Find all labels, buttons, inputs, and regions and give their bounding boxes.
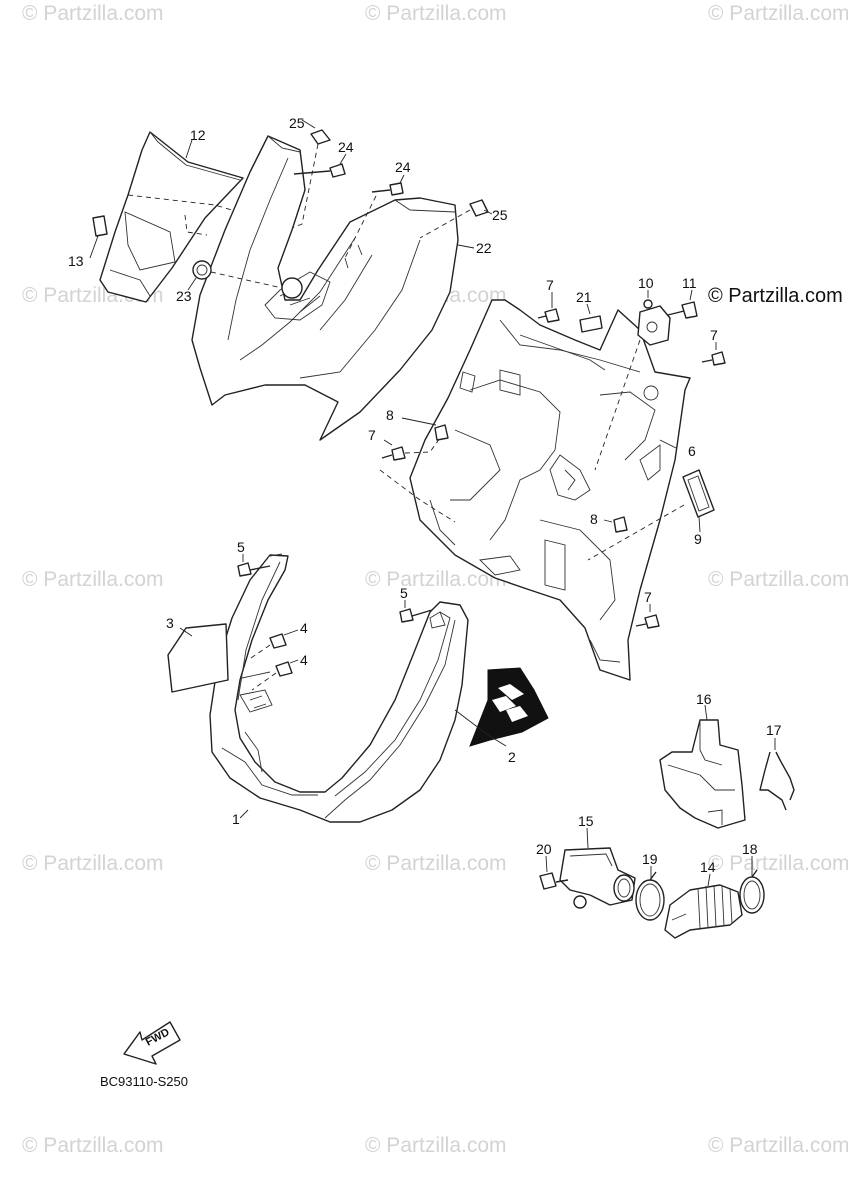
watermark-text: © Partzilla.com (22, 2, 164, 25)
fwd-arrow-icon: FWD (123, 1021, 181, 1065)
part-19-clamp (635, 866, 665, 921)
part-12-inner-panel (99, 131, 293, 303)
callout-8: 8 (386, 407, 394, 423)
watermark-text: © Partzilla.com (22, 568, 164, 591)
leader-22 (457, 244, 475, 249)
callout-4: 4 (300, 620, 308, 636)
part-14-hose (664, 873, 743, 939)
part-7c-screw (381, 437, 441, 461)
callout-3: 3 (166, 615, 174, 631)
callout-21: 21 (576, 289, 592, 305)
callout-24: 24 (338, 139, 354, 155)
callout-19: 19 (642, 851, 658, 867)
watermark-text: © Partzilla.com (708, 568, 848, 591)
part-2-decal (454, 667, 549, 747)
callout-18: 18 (742, 841, 758, 857)
callout-16: 16 (696, 691, 712, 707)
part-7b-screw (701, 342, 726, 366)
leader-12 (185, 139, 193, 159)
callout-5: 5 (237, 539, 245, 555)
part-16-duct-cover (659, 704, 746, 829)
watermark-text: © Partzilla.com (365, 2, 507, 25)
watermark-text: © Partzilla.com (365, 1134, 507, 1157)
part-8a-clip (379, 417, 456, 523)
part-10-bracket (594, 290, 671, 471)
callout-6: 6 (688, 443, 696, 459)
part-25a-nut (291, 119, 331, 229)
callout-13: 13 (68, 253, 84, 269)
callout-5: 5 (400, 585, 408, 601)
callout-17: 17 (766, 722, 782, 738)
part-23-emblem (187, 260, 283, 291)
watermark-text: © Partzilla.com (22, 852, 164, 875)
part-15-joint (559, 827, 636, 909)
part-7a-screw (537, 292, 560, 323)
part-4a-nut (247, 629, 299, 661)
part-1-lower-cover (209, 553, 469, 823)
callout-12: 12 (190, 127, 206, 143)
part-6-inner-panel (409, 299, 691, 681)
callout-9: 9 (694, 531, 702, 547)
callout-1: 1 (232, 811, 240, 827)
part-20-bolt (539, 855, 569, 890)
watermark-layer: © Partzilla.com © Partzilla.com © Partzi… (22, 2, 848, 1157)
part-4b-nut (251, 659, 299, 691)
part-25b-nut (419, 199, 493, 239)
part-17-wire-clip (759, 738, 795, 811)
part-7d-screw (635, 604, 660, 629)
callout-25: 25 (492, 207, 508, 223)
callout-20: 20 (536, 841, 552, 857)
part-21-label (579, 303, 603, 333)
callout-11: 11 (682, 275, 697, 291)
part-13-label-sticker (89, 215, 108, 259)
watermark-text: © Partzilla.com (708, 1134, 848, 1157)
watermark-text: © Partzilla.com (708, 852, 848, 875)
callout-7: 7 (368, 427, 376, 443)
callout-7: 7 (710, 327, 718, 343)
callout-layer: 12 13 23 25 24 24 25 22 7 21 10 11 7 8 7… (68, 115, 782, 875)
part-18-clamp (739, 856, 765, 914)
watermark-text: © Partzilla.com (708, 2, 848, 25)
part-24b-screw (344, 174, 405, 259)
watermark-text: © Partzilla.com (365, 852, 507, 875)
part-5a-screw (237, 554, 271, 577)
callout-2: 2 (508, 749, 516, 765)
part-5b-screw (399, 600, 433, 623)
callout-25: 25 (289, 115, 305, 131)
watermark-text: © Partzilla.com (22, 1134, 164, 1157)
callout-23: 23 (176, 288, 192, 304)
watermark-text: © Partzilla.com (365, 568, 507, 591)
part-9-seal (587, 469, 715, 561)
diagram-code: BC93110-S250 (100, 1074, 188, 1089)
callout-8: 8 (590, 511, 598, 527)
callout-22: 22 (476, 240, 492, 256)
part-11-bolt (667, 289, 698, 319)
brand-label: © Partzilla.com (708, 285, 843, 307)
callout-14: 14 (700, 859, 716, 875)
callout-4: 4 (300, 652, 308, 668)
part-22-front-cover (191, 135, 459, 441)
part-8b-clip (603, 516, 628, 533)
part-24a-screw (293, 153, 347, 178)
callout-7: 7 (546, 277, 554, 293)
part-3-sheet (167, 623, 229, 693)
callout-10: 10 (638, 275, 654, 291)
callout-15: 15 (578, 813, 594, 829)
callout-7: 7 (644, 589, 652, 605)
callout-24: 24 (395, 159, 411, 175)
